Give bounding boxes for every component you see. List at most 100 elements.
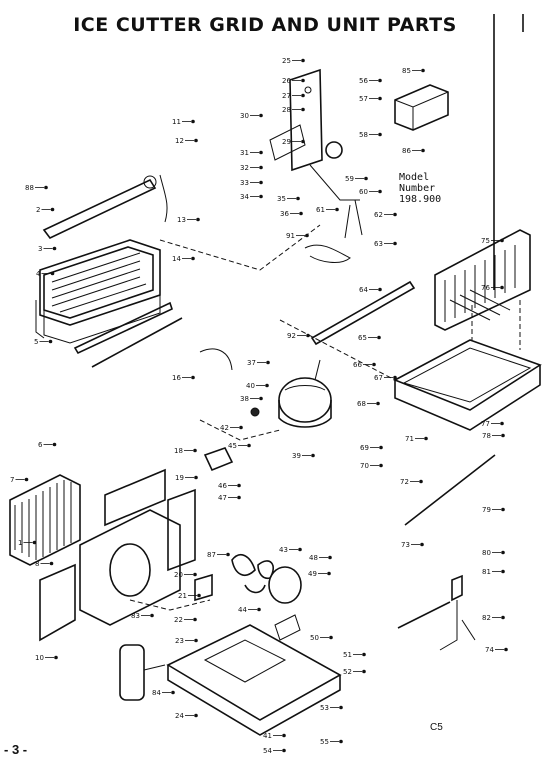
- callout-number: 49: [308, 570, 317, 578]
- condenser: [9, 474, 81, 566]
- callout-42: 42: [220, 424, 243, 432]
- callout-number: 35: [277, 195, 286, 203]
- callout-69: 69: [360, 444, 383, 452]
- callout-dot: [501, 569, 505, 574]
- callout-dot: [421, 148, 425, 153]
- callout-63: 63: [374, 240, 397, 248]
- callout-3: 3: [38, 245, 57, 253]
- callout-number: 62: [374, 211, 383, 219]
- callout-number: 2: [36, 206, 40, 214]
- callout-dot: [265, 383, 269, 388]
- callout-18: 18: [174, 447, 197, 455]
- fan-shroud: [39, 468, 196, 642]
- callout-number: 87: [207, 551, 216, 559]
- callout-number: 4: [36, 270, 41, 278]
- callout-45: 45: [228, 442, 251, 450]
- callout-10: 10: [35, 654, 58, 662]
- callout-number: 20: [174, 571, 183, 579]
- callout-dot: [379, 463, 383, 468]
- callout-number: 30: [240, 112, 249, 120]
- callout-13: 13: [177, 216, 200, 224]
- callout-dot: [48, 339, 53, 344]
- callout-6: 6: [38, 441, 57, 449]
- callout-dot: [501, 507, 505, 512]
- callout-number: 28: [282, 106, 291, 114]
- callout-64: 64: [359, 286, 382, 294]
- callout-7: 7: [10, 476, 29, 484]
- callout-number: 8: [35, 560, 39, 568]
- callout-19: 19: [175, 474, 198, 482]
- guide-rod: [310, 280, 416, 346]
- callout-71: 71: [405, 435, 428, 443]
- cutter-grid-assembly: [35, 174, 183, 368]
- callout-number: 34: [240, 193, 249, 201]
- callout-dot: [301, 139, 305, 144]
- callout-dot: [500, 238, 504, 243]
- callout-dot: [196, 217, 200, 222]
- callout-dot: [393, 375, 397, 380]
- callout-number: 43: [279, 546, 288, 554]
- callout-dot: [364, 176, 368, 181]
- callout-dot: [328, 555, 332, 560]
- callout-number: 36: [280, 210, 289, 218]
- callout-dot: [501, 550, 505, 555]
- callout-30: 30: [240, 112, 263, 120]
- callout-20: 20: [174, 571, 197, 579]
- callout-dot: [239, 425, 243, 430]
- callout-27: 27: [282, 92, 305, 100]
- callout-number: 7: [10, 476, 14, 484]
- callout-4: 4: [36, 270, 55, 278]
- callout-number: 53: [320, 704, 329, 712]
- callout-dot: [420, 542, 424, 547]
- callout-dot: [393, 212, 397, 217]
- callout-74: 74: [485, 646, 508, 654]
- callout-number: 14: [172, 255, 181, 263]
- callout-dot: [191, 375, 195, 380]
- callout-dot: [424, 436, 428, 441]
- callout-dot: [301, 58, 305, 63]
- callout-number: 78: [482, 432, 491, 440]
- callout-36: 36: [280, 210, 303, 218]
- callout-number: 1: [18, 539, 22, 547]
- callout-dot: [194, 475, 198, 480]
- callout-8: 8: [35, 560, 54, 568]
- callout-38: 38: [240, 395, 263, 403]
- callout-dot: [150, 613, 154, 618]
- callout-number: 45: [228, 442, 237, 450]
- callout-29: 29: [282, 138, 305, 146]
- callout-54: 54: [263, 747, 286, 755]
- fan-motor-assembly: [231, 554, 302, 641]
- number-label: Number: [399, 183, 436, 194]
- callout-number: 5: [34, 338, 38, 346]
- callout-46: 46: [218, 482, 241, 490]
- callout-dot: [193, 448, 197, 453]
- callout-number: 11: [172, 118, 181, 126]
- callout-14: 14: [172, 255, 195, 263]
- callout-number: 52: [343, 668, 352, 676]
- callout-83: 83: [131, 612, 154, 620]
- callout-dot: [24, 477, 29, 482]
- callout-76: 76: [481, 284, 504, 292]
- callout-41: 41: [263, 732, 286, 740]
- callout-dot: [50, 271, 55, 276]
- cutter-element: [73, 301, 173, 355]
- callout-number: 65: [358, 334, 367, 342]
- callout-55: 55: [320, 738, 343, 746]
- callout-dot: [194, 638, 198, 643]
- callout-number: 29: [282, 138, 291, 146]
- callout-dot: [339, 705, 343, 710]
- callout-number: 66: [353, 361, 362, 369]
- callout-72: 72: [400, 478, 423, 486]
- side-panel: [39, 563, 76, 642]
- assembly-line: [159, 224, 321, 271]
- callout-dot: [301, 107, 305, 112]
- callout-2: 2: [36, 206, 55, 214]
- callout-84: 84: [152, 689, 175, 697]
- callout-52: 52: [343, 668, 366, 676]
- callout-number: 61: [316, 206, 325, 214]
- callout-number: 83: [131, 612, 140, 620]
- callout-number: 74: [485, 646, 494, 654]
- callout-number: 38: [240, 395, 249, 403]
- callout-number: 21: [178, 592, 187, 600]
